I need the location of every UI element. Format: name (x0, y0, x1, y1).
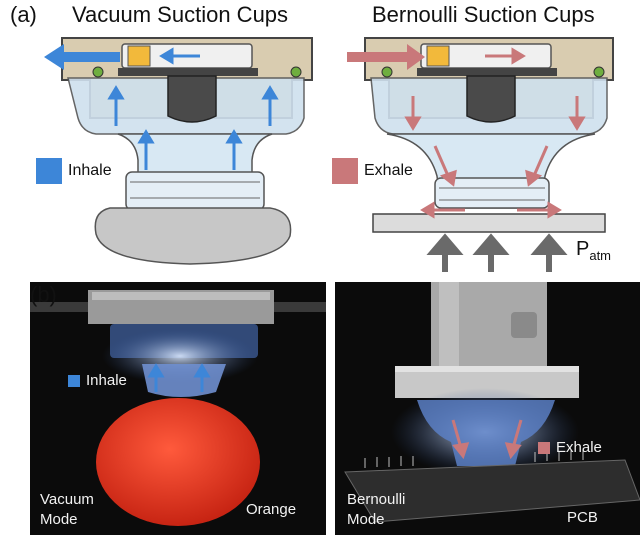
bernoulli-mode-line1: Bernoulli (347, 491, 406, 508)
p-atm-label: Patm (576, 238, 611, 263)
exhale-label: Exhale (364, 162, 413, 179)
inhale-label: Inhale (68, 162, 112, 179)
bernoulli-plate (372, 213, 606, 233)
vacuum-photo-scene (30, 282, 326, 535)
orange-label: Orange (246, 501, 297, 518)
bernoulli-photo-scene (335, 282, 640, 535)
photo-exhale-swatch (538, 442, 550, 454)
orange-fruit (96, 398, 260, 526)
vacuum-led-left (92, 66, 104, 78)
exhale-arrows (404, 47, 586, 219)
vacuum-cup-diagram (44, 37, 313, 265)
photo-exhale-label: Exhale (556, 439, 602, 456)
inhale-swatch (36, 158, 62, 184)
p-atm-main: P (576, 238, 590, 260)
vacuum-title: Vacuum Suction Cups (72, 2, 289, 27)
vacuum-mode-line2: Mode (40, 511, 78, 528)
bernoulli-mode-photo: Exhale Bernoulli Mode PCB (335, 282, 640, 535)
bernoulli-mode-line2: Mode (347, 511, 385, 528)
exhale-swatch (332, 158, 358, 184)
vacuum-led-right (290, 66, 302, 78)
vacuum-pump-cap (127, 45, 151, 67)
p-atm-sub: atm (589, 248, 612, 263)
vacuum-outlet-arrow (44, 44, 120, 70)
panel-a-marker: (a) (10, 2, 37, 27)
vacuum-mode-photo: Inhale Vacuum Mode Orange (30, 282, 326, 535)
vacuum-pcb-board (118, 68, 258, 76)
panel-b-marker: (b) (30, 282, 57, 307)
bernoulli-pump-cap (426, 45, 450, 67)
vacuum-bellow (125, 171, 265, 211)
bernoulli-cup-diagram (347, 37, 614, 272)
photo-inhale-swatch (68, 375, 80, 387)
bernoulli-pcb-board (417, 68, 557, 76)
vacuum-mode-line1: Vacuum (40, 491, 94, 508)
bernoulli-led-right (593, 66, 605, 78)
bernoulli-inlet-arrow (347, 44, 425, 70)
bernoulli-center-mount (466, 75, 516, 123)
pcb-board (344, 459, 640, 523)
inhale-arrows (107, 47, 279, 170)
vacuum-center-mount (167, 75, 217, 123)
pcb-label: PCB (567, 509, 598, 526)
atm-pressure-arrows (426, 233, 568, 272)
bernoulli-title: Bernoulli Suction Cups (372, 2, 595, 27)
photo-inhale-label: Inhale (86, 372, 127, 389)
vacuum-object (94, 207, 292, 265)
bernoulli-led-left (381, 66, 393, 78)
